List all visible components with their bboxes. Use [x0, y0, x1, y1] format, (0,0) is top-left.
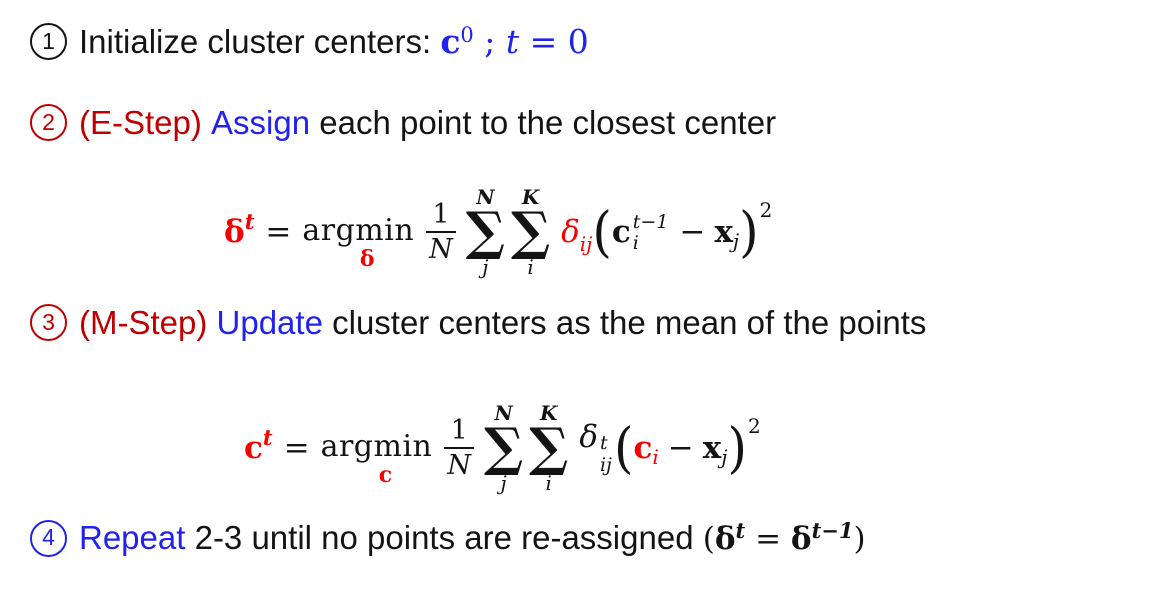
sigma-icon: ∑ — [465, 200, 505, 262]
minus-sign: − — [667, 429, 694, 466]
center-symbol: c — [633, 429, 653, 466]
step-2-estep: 2 (E-Step) Assign each point to the clos… — [30, 103, 776, 143]
c0-symbol: c — [440, 22, 461, 61]
delta-symbol: δ — [579, 419, 598, 456]
sum-over-i: K ∑ i — [511, 187, 550, 278]
delta-ij-symbol: δ — [561, 213, 580, 250]
open-paren: ( — [592, 200, 612, 264]
center-subscript: i — [652, 445, 659, 469]
step-2-number-badge: 2 — [30, 104, 67, 142]
close-paren: ) — [739, 200, 759, 264]
fraction-denominator: N — [426, 230, 456, 265]
step-1-text: Initialize cluster centers: c 0 ; t = 0 — [79, 22, 589, 62]
step-3-number-badge: 3 — [30, 304, 67, 342]
step-3-mstep: 3 (M-Step) Update cluster centers as the… — [30, 303, 926, 343]
c-lhs-superscript: t — [262, 424, 273, 450]
step-4-repeat: 4 Repeat 2-3 until no points are re-assi… — [30, 518, 866, 558]
delta-ij-subscript: ij — [579, 231, 593, 256]
semicolon: ; — [473, 22, 506, 61]
x-symbol: x — [714, 213, 733, 250]
fraction-1-over-N: 1 N — [444, 415, 474, 481]
e-step-formula: δ t = argmin δ 1 N N ∑ j K ∑ i δ ij ( c … — [224, 168, 772, 296]
delta-t-minus-1-superscript: t−1 — [811, 518, 854, 543]
sum-i-upper-limit: K — [540, 400, 558, 425]
delta-tij-term: δ t ij — [579, 419, 614, 476]
step-3-rest: cluster centers as the mean of the point… — [322, 304, 927, 341]
assign-keyword: Assign — [211, 104, 311, 141]
delta-t-superscript: t — [735, 518, 746, 543]
step-4-text: Repeat 2-3 until no points are re-assign… — [79, 518, 866, 558]
argmin-label: argmin — [320, 429, 433, 464]
m-step-formula: c t = argmin c 1 N N ∑ j K ∑ i δ t ij ( — [244, 384, 761, 512]
fraction-1-over-N: 1 N — [426, 199, 456, 265]
step-2-number: 2 — [42, 109, 55, 135]
close-paren: ) — [853, 521, 866, 557]
step-4-number-badge: 4 — [30, 519, 67, 557]
sum-j-index: j — [500, 471, 507, 496]
center-subscript: i — [632, 232, 639, 254]
repeat-keyword: Repeat — [79, 519, 186, 556]
x-subscript: j — [721, 445, 728, 469]
update-keyword: Update — [216, 304, 323, 341]
sigma-icon: ∑ — [529, 416, 569, 478]
center-superscript: t−1 — [632, 210, 669, 233]
open-paren: ( — [702, 521, 715, 557]
e-step-label: (E-Step) — [79, 104, 212, 141]
step-3-text: (M-Step) Update cluster centers as the m… — [79, 303, 926, 343]
t-symbol: t — [505, 22, 520, 61]
fraction-numerator: 1 — [450, 415, 468, 447]
delta-superscript: t — [599, 432, 608, 455]
argmin-c-subscript: c — [378, 462, 393, 488]
sum-i-upper-limit: K — [521, 184, 540, 209]
delta-ij-term: δ ij — [561, 213, 592, 254]
squared-exponent: 2 — [747, 414, 761, 438]
step-1-number: 1 — [42, 28, 55, 54]
x-symbol: x — [702, 429, 722, 466]
squared-exponent: 2 — [759, 198, 773, 222]
x-subscript: j — [732, 229, 740, 253]
argmin-operator: argmin δ — [302, 213, 415, 271]
fraction-denominator: N — [444, 446, 474, 481]
sum-i-index: i — [545, 471, 552, 496]
delta-lhs-symbol: δ — [224, 213, 245, 250]
sum-j-upper-limit: N — [494, 400, 513, 425]
c0-superscript: 0 — [460, 23, 474, 47]
center-sup-sub-stack: t−1 i — [632, 210, 669, 255]
equals-sign: = — [265, 213, 292, 250]
equals-sign: = — [283, 429, 310, 466]
fraction-numerator: 1 — [432, 199, 450, 231]
step-4-number: 4 — [42, 524, 55, 551]
delta-sup-sub-stack: t ij — [599, 432, 612, 476]
step-2-rest: each point to the closest center — [310, 104, 777, 141]
close-paren: ) — [727, 416, 747, 480]
delta-subscript: ij — [599, 453, 612, 476]
sum-j-index: j — [482, 255, 489, 280]
center-symbol: c — [611, 213, 631, 250]
sum-i-index: i — [527, 255, 534, 280]
step-4-rest: 2-3 until no points are re-assigned — [185, 519, 703, 556]
argmin-operator: argmin c — [320, 429, 433, 487]
step-1-label: Initialize cluster centers: — [79, 23, 441, 60]
step-3-number: 3 — [42, 309, 55, 335]
sum-over-j: N ∑ j — [484, 403, 523, 494]
minus-sign: − — [679, 213, 706, 250]
step-1-number-badge: 1 — [30, 23, 67, 61]
sum-over-j: N ∑ j — [466, 187, 505, 278]
step-1-initialize: 1 Initialize cluster centers: c 0 ; t = … — [30, 22, 589, 62]
t-equals-zero: = 0 — [519, 22, 589, 61]
m-step-label: (M-Step) — [79, 304, 217, 341]
open-paren: ( — [613, 416, 634, 480]
sigma-icon: ∑ — [484, 416, 524, 478]
delta-t-symbol: δ — [714, 521, 736, 557]
sum-over-i: K ∑ i — [529, 403, 568, 494]
step-2-text: (E-Step) Assign each point to the closes… — [79, 103, 776, 143]
sigma-icon: ∑ — [510, 200, 551, 262]
argmin-label: argmin — [302, 213, 415, 248]
c-lhs-symbol: c — [244, 429, 263, 466]
argmin-delta-subscript: δ — [359, 246, 375, 272]
sum-j-upper-limit: N — [476, 184, 495, 209]
delta-t-minus-1-symbol: δ — [790, 521, 812, 557]
equals-sign: = — [745, 521, 791, 557]
delta-lhs-superscript: t — [244, 208, 255, 234]
